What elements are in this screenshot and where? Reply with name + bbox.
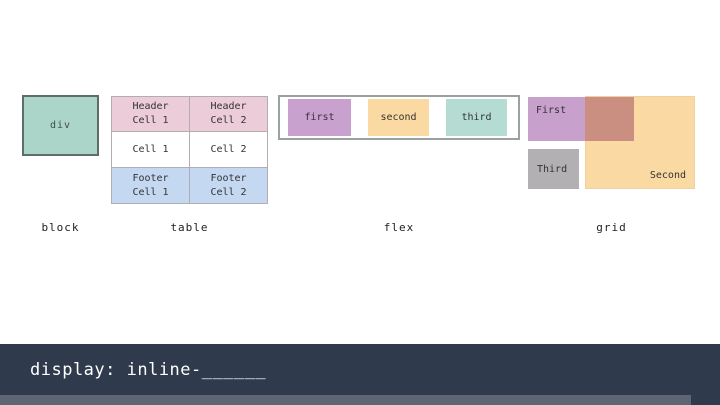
demo-table: Header Cell 1 Header Cell 2 Cell 1 Cell … xyxy=(111,96,268,204)
table-demo: Header Cell 1 Header Cell 2 Cell 1 Cell … xyxy=(111,96,268,204)
table-cell-text: Footer Cell 1 xyxy=(132,172,169,198)
table-cell-text: Cell 2 xyxy=(210,143,247,155)
flex-item-first: first xyxy=(288,99,351,136)
footer-bar: display: inline-______ xyxy=(0,344,720,405)
grid-demo-container: Second First Third xyxy=(528,96,695,189)
table-cell: Footer Cell 2 xyxy=(189,167,268,204)
table-cell-text: Cell 1 xyxy=(132,143,169,155)
table-cell-text: Footer Cell 2 xyxy=(210,172,247,198)
grid-item-third: Third xyxy=(528,149,579,189)
flex-item-label: first xyxy=(304,112,335,123)
table-cell-text: Header Cell 2 xyxy=(210,101,247,126)
caption-table: table xyxy=(170,221,209,234)
flex-item-label: third xyxy=(461,112,492,123)
table-cell: Cell 2 xyxy=(189,131,268,168)
grid-item-label: First xyxy=(536,105,567,116)
table-body-row: Cell 1 Cell 2 xyxy=(111,131,268,168)
flex-demo-container: first second third xyxy=(278,95,520,140)
caption-flex: flex xyxy=(383,221,415,234)
table-cell-text: Header Cell 1 xyxy=(132,101,169,126)
table-cell: Cell 1 xyxy=(111,131,190,168)
table-cell: Header Cell 2 xyxy=(189,96,268,132)
flex-item-second: second xyxy=(368,99,429,136)
table-footer-row: Footer Cell 1 Footer Cell 2 xyxy=(111,167,268,204)
grid-item-label: Third xyxy=(537,163,568,175)
table-cell: Footer Cell 1 xyxy=(111,167,190,204)
caption-block: block xyxy=(41,221,80,234)
flex-item-third: third xyxy=(446,99,507,136)
block-demo-box: div xyxy=(22,95,99,156)
table-header-row: Header Cell 1 Header Cell 2 xyxy=(111,96,268,132)
caption-grid: grid xyxy=(596,221,627,234)
flex-item-label: second xyxy=(380,112,417,123)
grid-item-label: Second xyxy=(649,170,686,181)
block-div-label: div xyxy=(49,120,72,131)
grid-item-first: First xyxy=(528,97,634,141)
footer-accent-strip xyxy=(0,395,691,405)
slide-title-code: display: inline-______ xyxy=(30,360,267,380)
table-cell: Header Cell 1 xyxy=(111,96,190,132)
